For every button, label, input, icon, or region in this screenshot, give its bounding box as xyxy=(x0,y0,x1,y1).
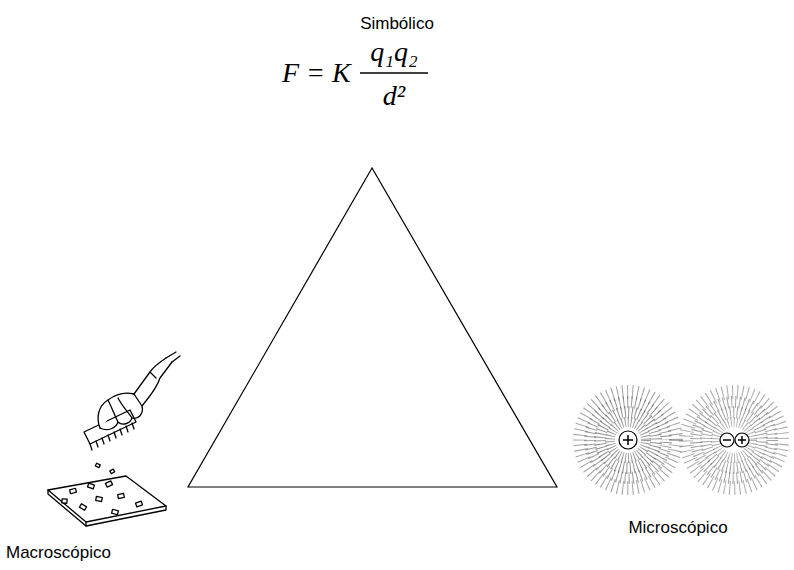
vertex-label: Simbólico xyxy=(360,14,434,34)
hand-comb-illustration xyxy=(48,352,180,526)
formula-term: F = K xyxy=(282,57,351,89)
formula-denominator: d² xyxy=(383,80,405,112)
atom-illustration xyxy=(580,392,782,488)
vertex-label: Microscópico xyxy=(628,518,727,538)
fraction-bar xyxy=(360,72,428,74)
vertex-label: Macroscópico xyxy=(6,543,111,563)
triangle xyxy=(188,168,557,487)
formula-numerator: q₁q₂ xyxy=(370,36,417,68)
